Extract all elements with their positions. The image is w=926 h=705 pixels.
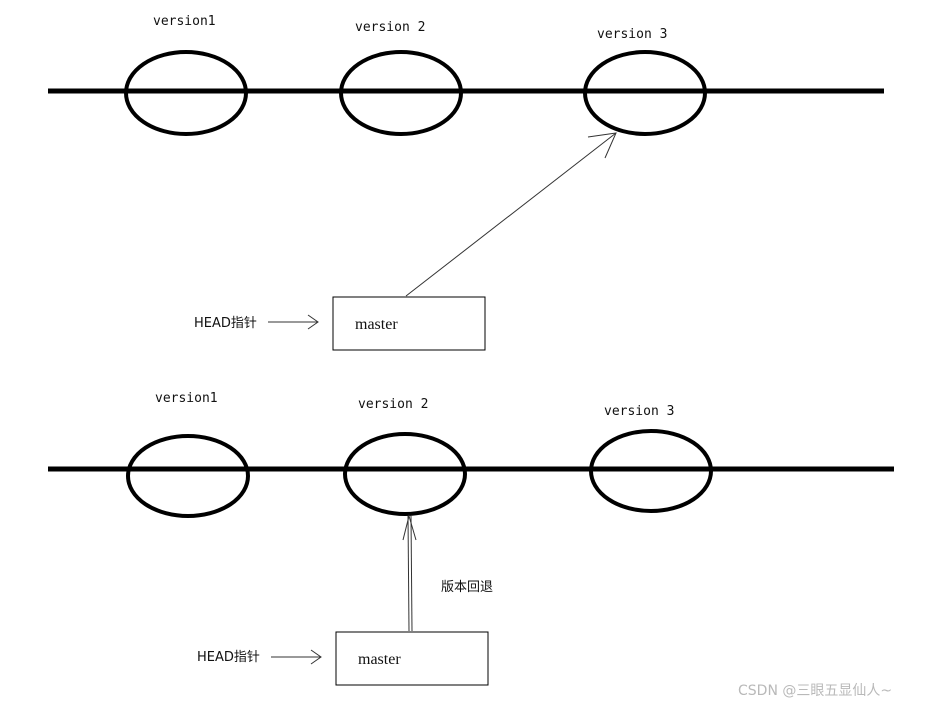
csdn-watermark: CSDN @三眼五显仙人~	[738, 683, 892, 699]
bottom-version2-label: version 2	[358, 397, 428, 412]
bottom-version3-label: version 3	[604, 404, 674, 419]
top-version2-node	[339, 50, 463, 136]
top-head-label: HEAD指针	[194, 316, 257, 331]
bottom-head-label: HEAD指针	[197, 650, 260, 665]
bottom-master-box	[335, 631, 489, 686]
top-master-pointer-arrow	[405, 132, 617, 297]
top-version3-label: version 3	[597, 27, 667, 42]
bottom-version1-node	[126, 434, 250, 518]
bottom-version1-label: version1	[155, 391, 218, 406]
bottom-version2-node	[343, 432, 467, 516]
bottom-master-label: master	[358, 651, 401, 668]
top-version3-node	[583, 50, 707, 136]
top-head-arrow	[268, 314, 319, 330]
top-master-label: master	[355, 316, 398, 333]
top-version2-label: version 2	[355, 20, 425, 35]
bottom-head-arrow	[271, 649, 322, 665]
top-version1-node	[124, 50, 248, 136]
top-master-box	[332, 296, 486, 351]
bottom-rollback-arrow	[402, 514, 417, 632]
bottom-version3-node	[589, 429, 713, 513]
bottom-panel: version1 version 2 version 3 版本回退 master…	[48, 391, 894, 686]
top-version1-label: version1	[153, 14, 216, 29]
rollback-label: 版本回退	[441, 580, 493, 595]
top-panel: version1 version 2 version 3 master HEAD…	[48, 14, 884, 351]
